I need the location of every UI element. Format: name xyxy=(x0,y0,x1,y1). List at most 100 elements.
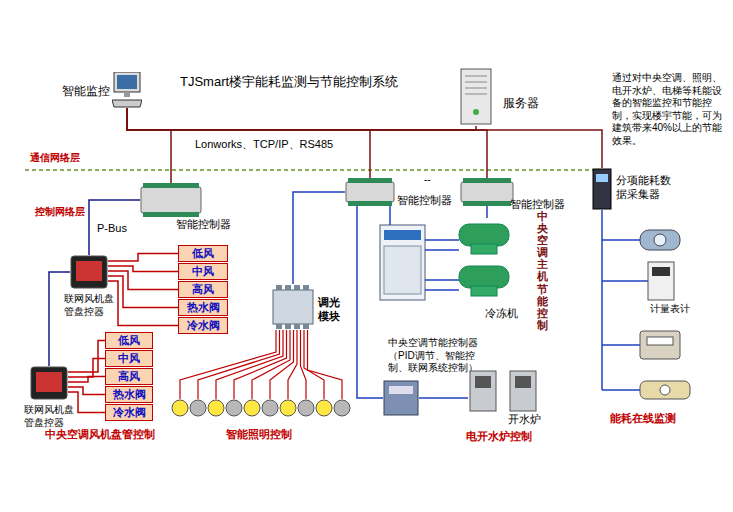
lamp-wire xyxy=(301,330,307,399)
data-collector: 分项能耗数据采集器 xyxy=(592,168,612,210)
lamp-bulb xyxy=(190,400,206,416)
lamp-wire xyxy=(288,330,297,399)
device-label: 服务器 xyxy=(503,96,549,111)
lamp-wire xyxy=(180,330,276,399)
box-label: 低风 xyxy=(192,246,214,261)
ctrl-icon xyxy=(140,183,202,217)
device-label: 智能控制器 xyxy=(510,198,568,212)
text-label: Lonworks、TCP/IP、RS485 xyxy=(195,138,333,152)
cabinet-wire xyxy=(389,206,391,225)
ac-cabinet xyxy=(380,225,425,300)
chiller-icon xyxy=(455,218,513,304)
device-label: 分项能耗数据采集器 xyxy=(616,174,674,202)
text-label: 中央空调风机盘管控制 xyxy=(45,428,155,442)
box-label: 低风 xyxy=(118,333,140,348)
lamp-wire xyxy=(216,330,283,399)
fancoil-icon xyxy=(30,366,68,400)
box-label: 中风 xyxy=(118,351,140,366)
monitor-pc: 智能监控 xyxy=(112,72,142,108)
ctrl-icon xyxy=(345,178,395,206)
lamp-bulb xyxy=(208,400,224,416)
device-label: 冷冻机 xyxy=(485,307,525,321)
box-label: 高风 xyxy=(192,282,214,297)
electric-meter xyxy=(648,262,674,300)
device-label: 调光模块 xyxy=(318,296,342,324)
edge-label: P-Bus xyxy=(95,222,129,234)
lamp-row xyxy=(172,330,350,416)
output-box: 低风 xyxy=(178,245,228,262)
gas-meter xyxy=(640,331,680,359)
diagram-title: TJSmart楼宇能耗监测与节能控制系统 xyxy=(180,74,398,90)
device-label: 开水炉 xyxy=(508,413,548,427)
box-label: 中风 xyxy=(192,264,214,279)
text-label: -- xyxy=(424,174,431,187)
water-boiler: 开水炉 xyxy=(468,370,540,412)
text-label: 通过对中央空调、照明、电开水炉、电梯等耗能设备的智能监控和节能控制，实现楼宇节能… xyxy=(612,72,726,147)
acctrl-icon xyxy=(383,380,419,416)
chiller: 冷冻机 xyxy=(455,218,513,304)
output-box: 中风 xyxy=(178,263,228,280)
ac-energy-controller: 中央空调节能控制器（PID调节、智能控制、联网系统控制） xyxy=(383,380,419,416)
device-label: 中央空调节能控制器（PID调节、智能控制、联网系统控制） xyxy=(388,337,478,375)
connector xyxy=(89,200,140,255)
fancoil-controller: 联网风机盘管盘控器 xyxy=(70,255,108,289)
connector xyxy=(108,254,178,262)
pc-icon xyxy=(112,72,142,108)
device-label: 智能控制器 xyxy=(397,194,455,208)
lamp-wire xyxy=(234,330,287,399)
connector xyxy=(108,281,178,326)
boiler-icon xyxy=(468,370,540,412)
heat-meter xyxy=(640,381,690,399)
output-box: 冷水阀 xyxy=(178,317,228,334)
output-box: 热水阀 xyxy=(105,386,153,403)
connector xyxy=(127,108,171,183)
smart-controller: 智能控制器 xyxy=(460,178,514,206)
fancoil-icon xyxy=(70,255,108,289)
box-label: 冷水阀 xyxy=(187,318,220,333)
water-meter xyxy=(640,230,680,250)
server: 服务器 xyxy=(455,68,497,126)
lamp-wire xyxy=(252,330,290,399)
smart-controller: 智能控制器 xyxy=(140,183,202,217)
connector xyxy=(68,341,105,373)
lamp-bulb xyxy=(280,400,296,416)
connector xyxy=(357,206,383,398)
layer-divider xyxy=(25,169,600,171)
output-box: 高风 xyxy=(178,281,228,298)
lamp-wire xyxy=(270,330,294,399)
text-label: 电开水炉控制 xyxy=(466,430,532,444)
lamp-wire xyxy=(308,330,343,399)
connector xyxy=(127,108,602,168)
connector xyxy=(68,377,105,383)
dimmer-icon xyxy=(272,284,314,330)
dimmer-module: 调光模块 xyxy=(272,284,314,330)
box-label: 冷水阀 xyxy=(113,405,146,420)
connector xyxy=(127,108,487,178)
lamp-bulb xyxy=(298,400,314,416)
text-label: 能耗在线监测 xyxy=(610,412,676,426)
lamp-bulb xyxy=(316,400,332,416)
connector xyxy=(127,108,476,130)
output-box: 高风 xyxy=(105,368,153,385)
output-box: 热水阀 xyxy=(178,299,228,316)
device-label: 智能控制器 xyxy=(176,218,238,232)
connector xyxy=(486,206,488,218)
text-label: 通信网络层 xyxy=(30,152,80,165)
chiller-wiring xyxy=(425,240,459,290)
lamp-bulb xyxy=(244,400,260,416)
lamp-bulb xyxy=(262,400,278,416)
text-label: 智能照明控制 xyxy=(226,428,292,442)
fancoil-controller: 联网风机盘管盘控器 xyxy=(30,366,68,400)
box-label: 热水阀 xyxy=(113,387,146,402)
output-box: 中风 xyxy=(105,350,153,367)
device-label: 联网风机盘管盘控器 xyxy=(64,293,116,318)
smart-controller: 智能控制器 xyxy=(345,178,395,206)
connector xyxy=(419,397,468,399)
output-box: 冷水阀 xyxy=(105,404,153,421)
connector xyxy=(68,387,105,395)
collector-icon xyxy=(592,168,612,210)
connector xyxy=(68,359,105,378)
box-label: 热水阀 xyxy=(187,300,220,315)
lamp-bulb xyxy=(226,400,242,416)
device-label: 智能监控 xyxy=(56,84,110,99)
